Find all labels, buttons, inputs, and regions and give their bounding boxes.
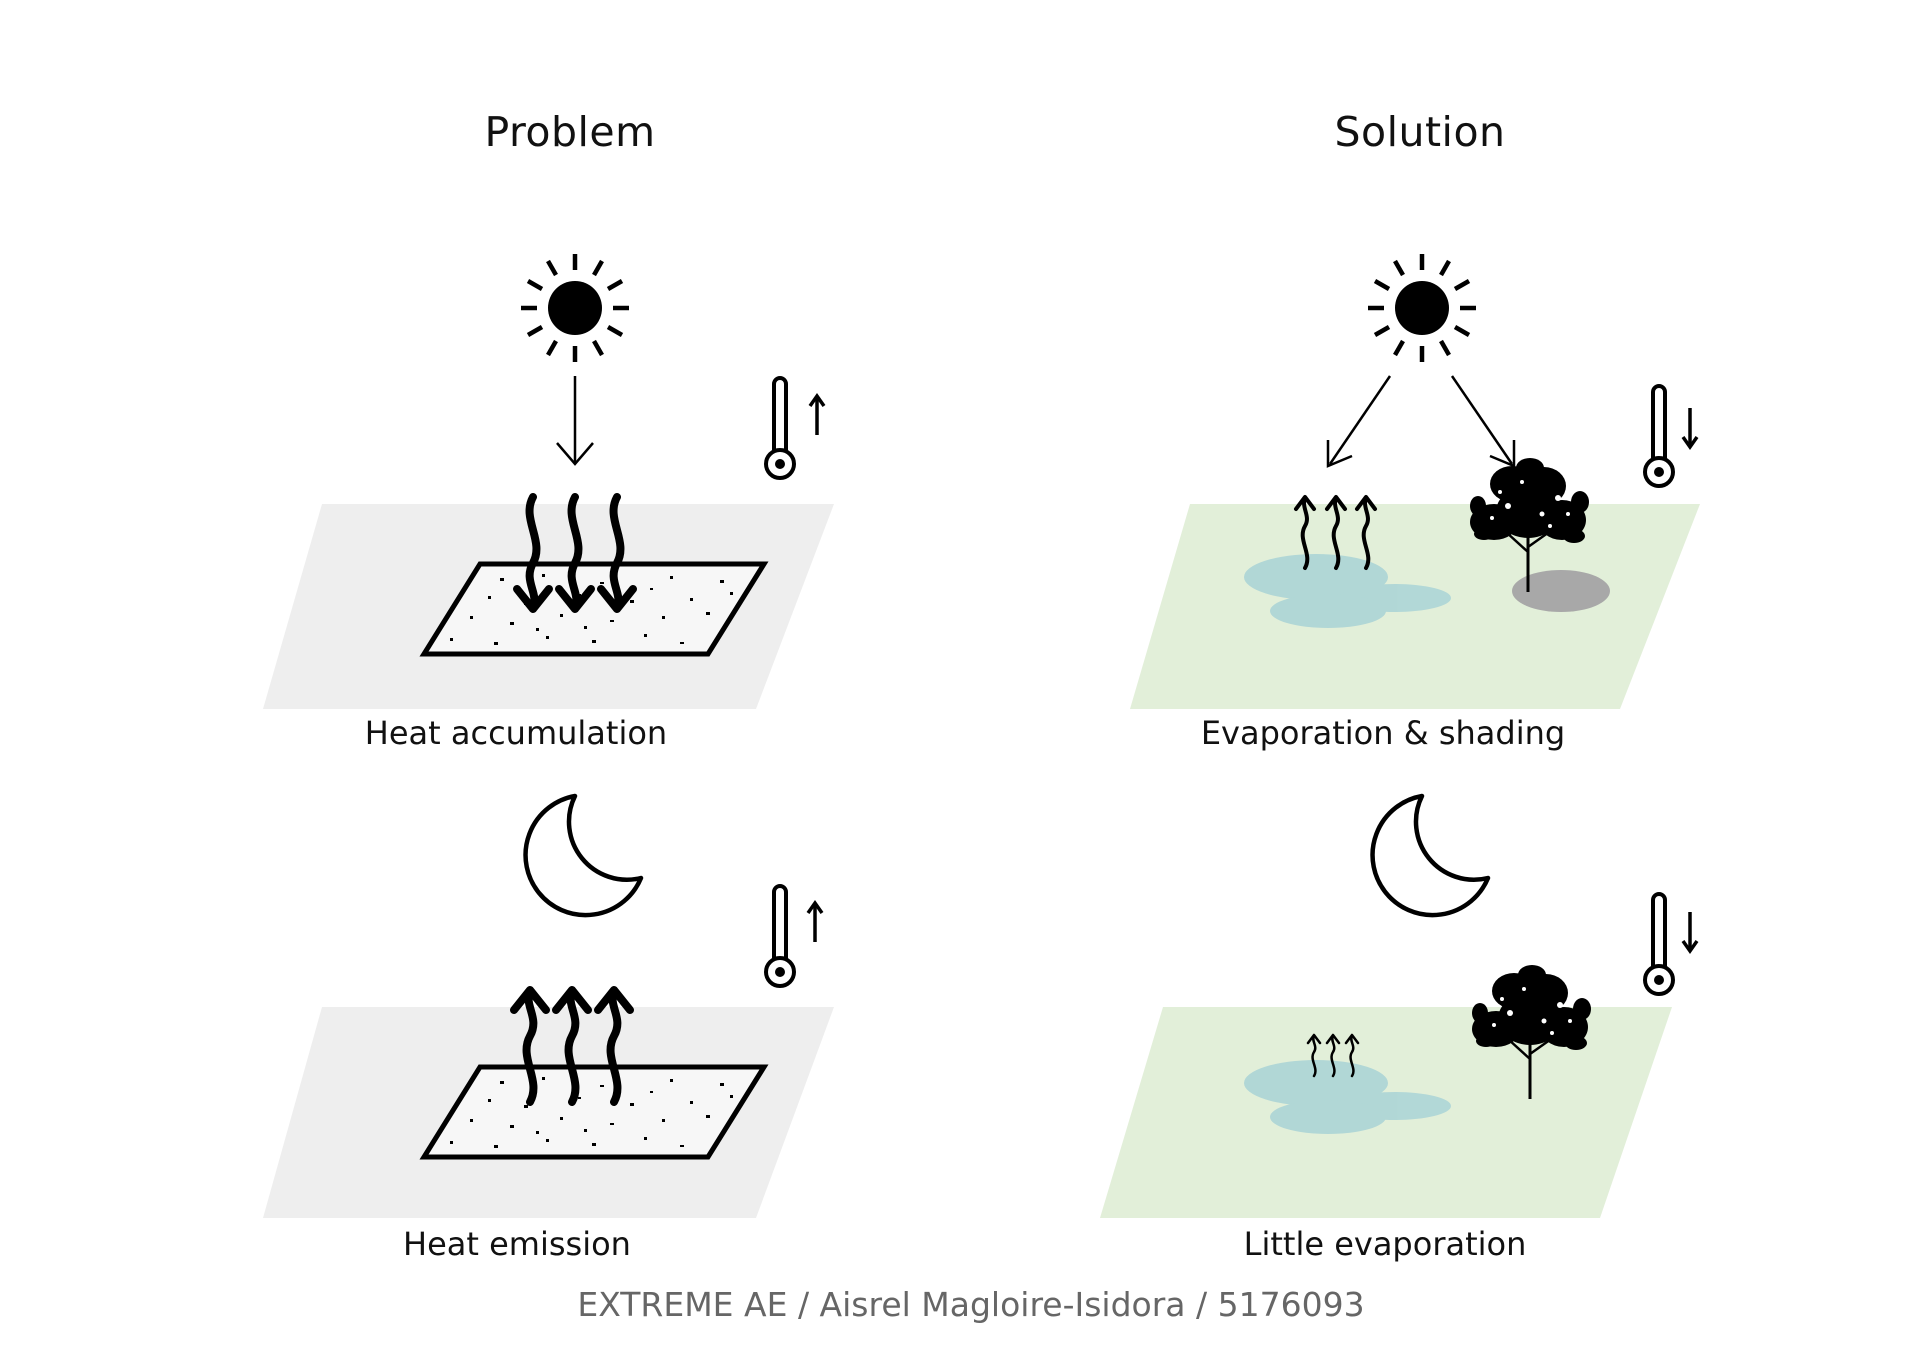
thermometer-icon bbox=[1643, 892, 1675, 996]
problem-night-panel bbox=[263, 796, 834, 1218]
moon-icon bbox=[1373, 796, 1488, 915]
footer-credit: EXTREME AE / Aisrel Magloire-Isidora / 5… bbox=[577, 1285, 1365, 1324]
thermometer-icon bbox=[764, 376, 796, 480]
sun-ray-arrow bbox=[1450, 375, 1516, 468]
caption-heat-accumulation: Heat accumulation bbox=[364, 714, 668, 752]
problem-heading: Problem bbox=[484, 108, 656, 156]
tree-shadow bbox=[1512, 570, 1610, 612]
water-pond-icon bbox=[1244, 554, 1451, 628]
water-pond-icon bbox=[1244, 1060, 1451, 1134]
paved-surface-icon bbox=[424, 1067, 764, 1157]
caption-heat-emission: Heat emission bbox=[403, 1225, 631, 1263]
sun-ray-arrow bbox=[1326, 375, 1392, 468]
paved-surface-icon bbox=[424, 564, 764, 654]
thermometer-icon bbox=[764, 884, 796, 988]
solution-night-panel bbox=[1100, 796, 1699, 1218]
arrow-up-icon bbox=[806, 901, 824, 944]
arrow-down-icon bbox=[1681, 910, 1699, 953]
sun-ray-arrow bbox=[556, 376, 594, 466]
sun-icon bbox=[1368, 254, 1476, 362]
caption-little-evaporation: Little evaporation bbox=[1243, 1225, 1527, 1263]
solution-heading: Solution bbox=[1334, 108, 1506, 156]
arrow-down-icon bbox=[1681, 406, 1699, 449]
sun-icon bbox=[521, 254, 629, 362]
solution-day-panel bbox=[1130, 254, 1700, 709]
problem-day-panel bbox=[263, 254, 834, 709]
moon-icon bbox=[526, 796, 641, 915]
caption-evaporation-shading: Evaporation & shading bbox=[1200, 714, 1566, 752]
arrow-up-icon bbox=[808, 394, 826, 437]
thermometer-icon bbox=[1643, 384, 1675, 488]
